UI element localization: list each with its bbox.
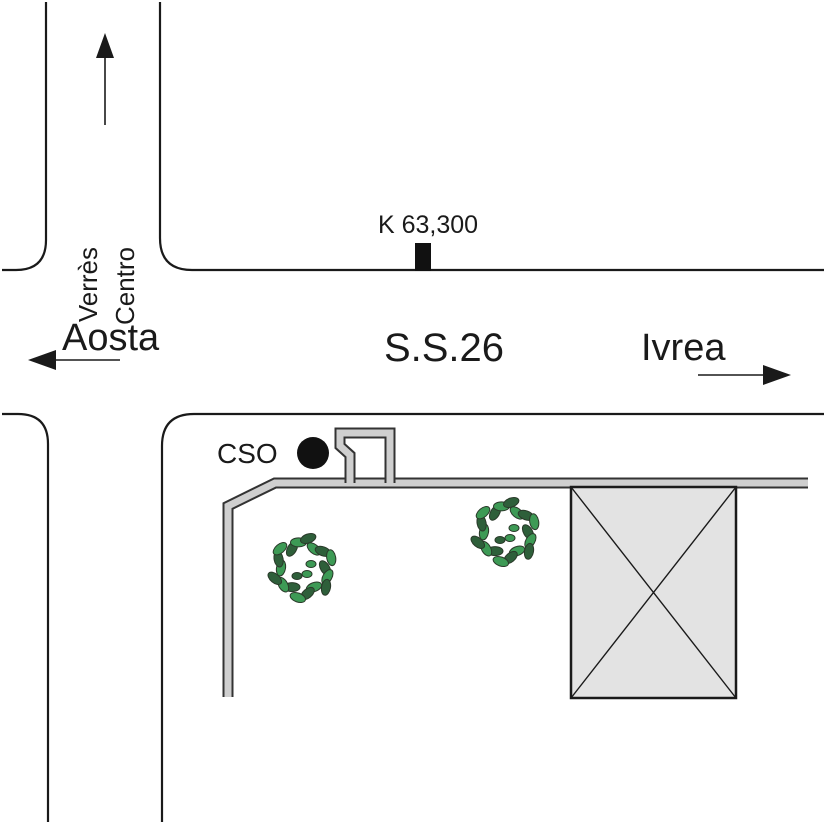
road-edge-bottom-right [160,412,824,822]
tree-leaf [475,506,491,520]
aosta-direction: Aosta [28,317,160,370]
tree-icon [267,532,337,604]
tree-leaf [492,555,509,568]
km-post-icon [415,243,431,271]
verres-direction: Verrès Centro [73,33,140,325]
tree-leaf [504,534,516,542]
road-edge-top-right [158,2,824,272]
left-arrow-icon [28,350,56,370]
cso-label: CSO [217,438,278,469]
tree-leaf [289,591,306,604]
tree-leaf [305,560,317,568]
right-arrow-icon [763,365,791,385]
tree-leaf [326,549,337,567]
tree-leaf [291,572,303,580]
verres-label: Verrès [73,247,103,322]
tree-leaf [529,513,540,531]
cso-marker-icon [297,437,329,469]
road-edge-top-left [2,2,48,272]
tree-leaf [272,542,288,556]
aosta-label: Aosta [62,317,160,359]
up-arrow-icon [96,33,114,58]
perimeter-wall [222,427,808,697]
tree-leaf [494,536,506,544]
tree-leaf [508,524,520,532]
building-icon [569,485,738,700]
road-name-label: S.S.26 [384,326,504,370]
road-edge-bottom-left [2,412,50,822]
ivrea-label: Ivrea [641,327,726,369]
km-marker-label: K 63,300 [378,211,478,239]
centro-label: Centro [110,247,140,325]
tree-leaf [301,570,313,578]
ivrea-direction: Ivrea [641,327,791,385]
tree-icon [470,496,540,568]
